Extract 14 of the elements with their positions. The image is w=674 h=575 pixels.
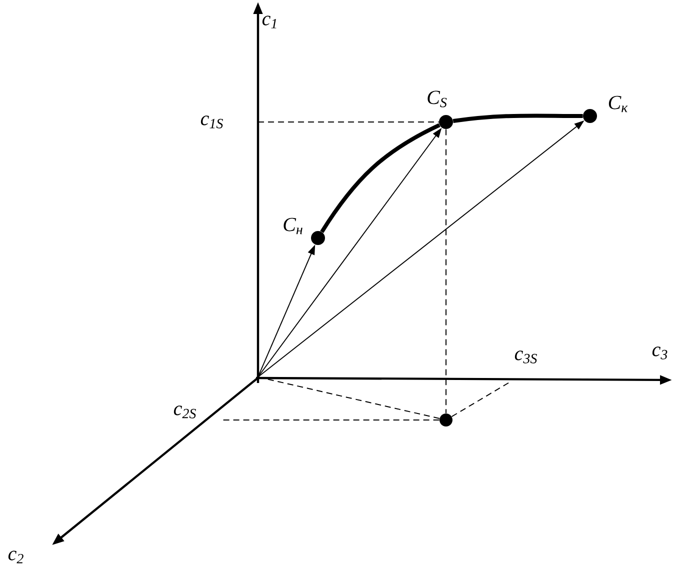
point-label: C$_{н}$ <box>284 218 302 234</box>
trajectory-curve <box>452 114 583 123</box>
axis-label: c$_{3S}$ <box>514 350 537 364</box>
axis-label: c$_{3}$ <box>652 346 668 360</box>
axis-label: c$_{1S}$ <box>200 116 223 128</box>
point-label: C$_{S}$ <box>428 90 447 108</box>
projection-line <box>258 376 440 419</box>
point-marker <box>440 414 452 426</box>
trajectory-curve <box>320 123 440 233</box>
axis-label: c$_{1}$ <box>262 16 276 28</box>
point-label: C$_{к}$ <box>608 96 628 112</box>
projection-line <box>451 382 510 418</box>
axis-label: c$_{2S}$ <box>174 406 196 418</box>
axis-label: c$_{2}$ <box>8 550 24 564</box>
